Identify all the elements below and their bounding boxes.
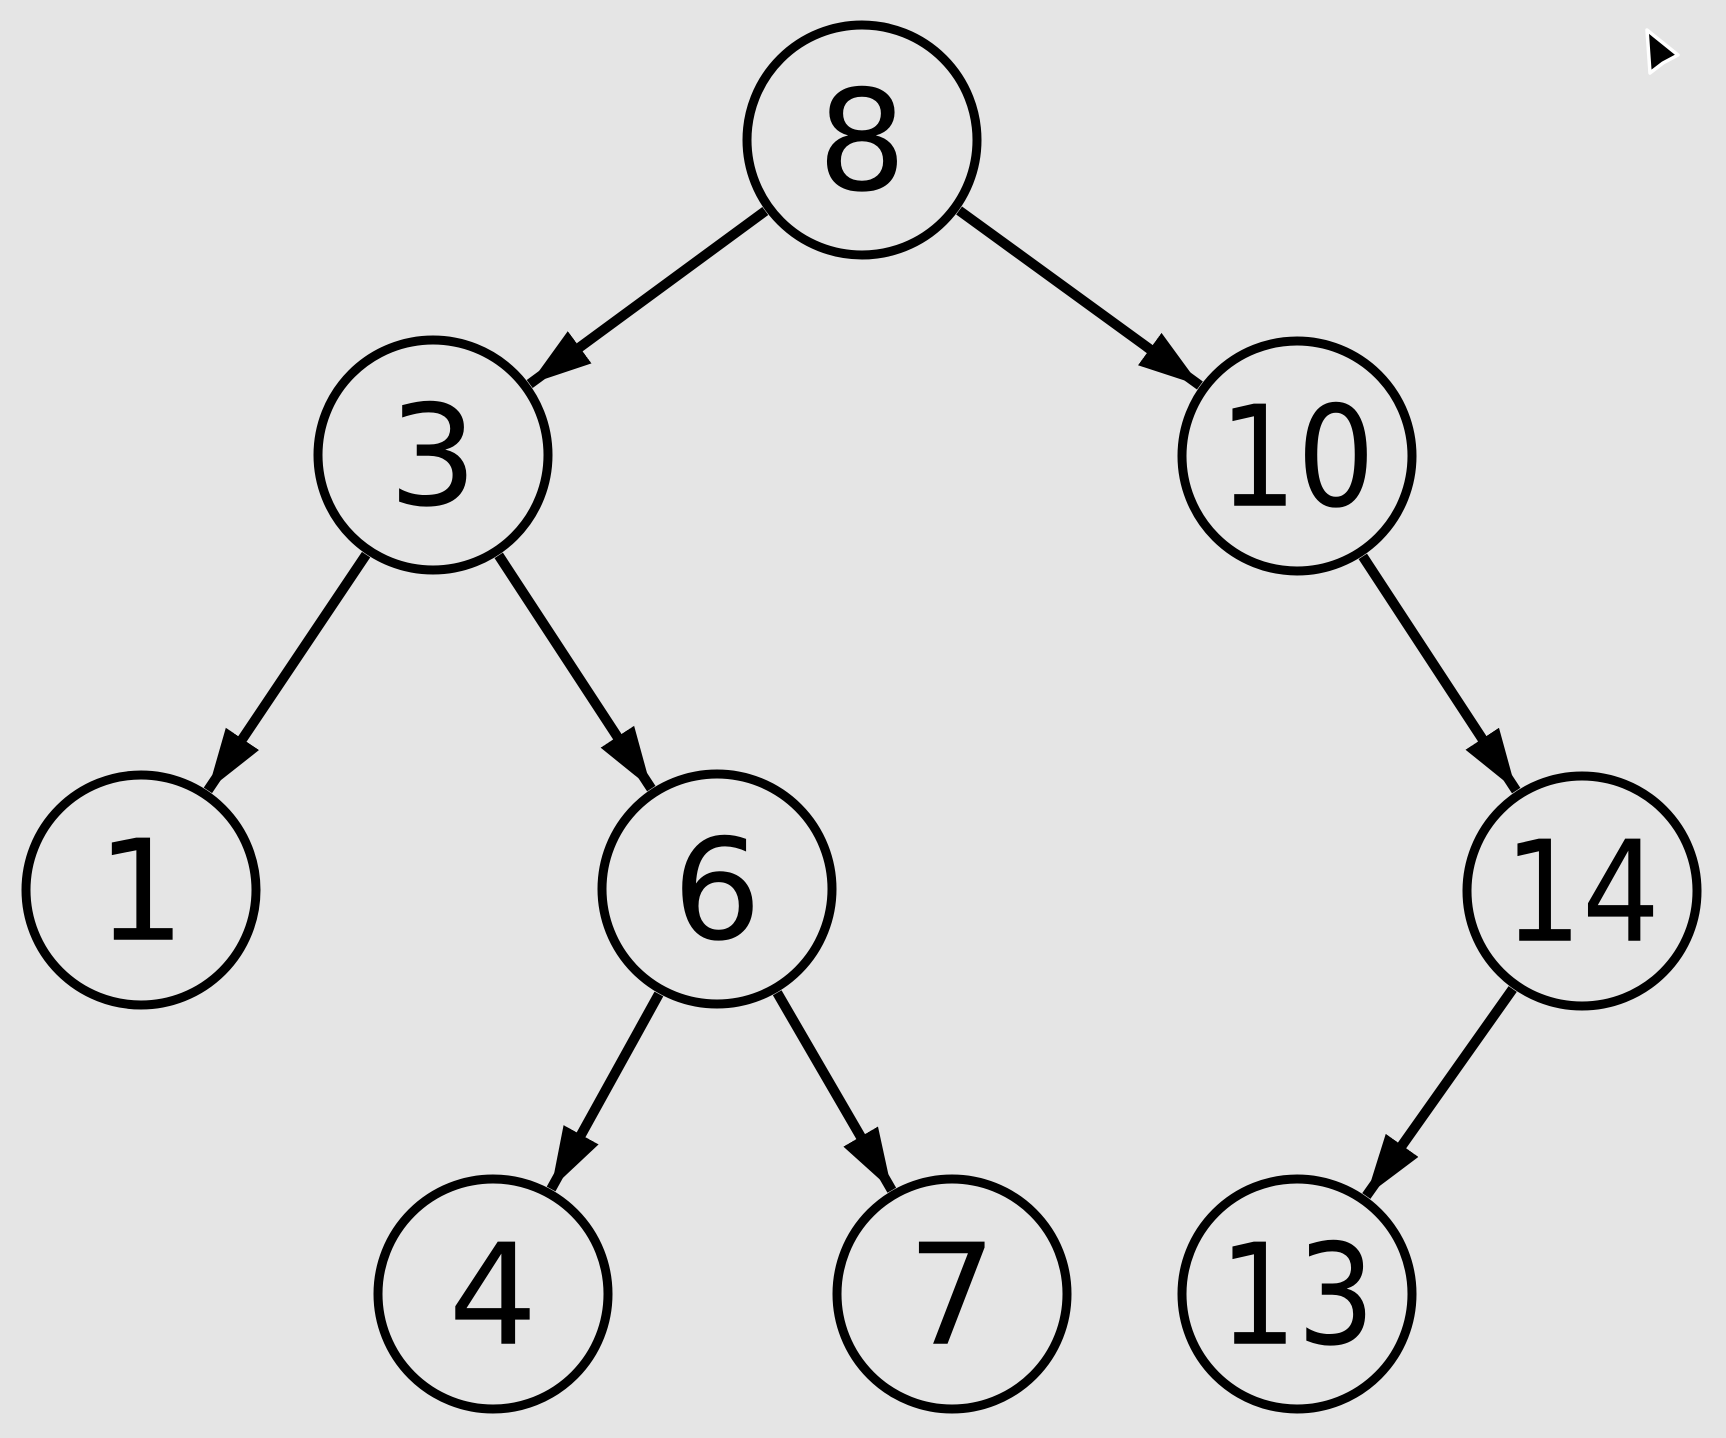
node-circle-1 (21, 770, 261, 1010)
node-label-10: 10 (1219, 377, 1375, 540)
edge-8-3 (526, 206, 769, 389)
tree-node-3: 3 (313, 335, 553, 575)
tree-node-1: 1 (21, 770, 261, 1010)
node-label-14: 14 (1504, 812, 1660, 975)
mouse-cursor-icon (1645, 28, 1680, 75)
tree-node-6: 6 (597, 769, 837, 1009)
node-label-3: 3 (388, 376, 477, 539)
node-label-7: 7 (907, 1215, 996, 1378)
node-label-6: 6 (672, 810, 761, 973)
node-circle-4 (373, 1174, 613, 1414)
node-label-8: 8 (817, 61, 906, 224)
node-circle-6 (597, 769, 837, 1009)
tree-node-4: 4 (373, 1174, 613, 1414)
tree-node-14: 14 (1462, 771, 1702, 1011)
edge-10-14 (1358, 553, 1521, 794)
node-label-4: 4 (448, 1215, 537, 1378)
tree-node-10: 10 (1177, 336, 1417, 576)
edges-layer (203, 206, 1521, 1199)
node-circle-8 (742, 20, 982, 260)
tree-node-13: 13 (1177, 1174, 1417, 1414)
tree-node-8: 8 (742, 20, 982, 260)
nodes-layer: 8 3 10 1 6 14 4 7 13 (21, 20, 1702, 1414)
edge-6-4 (546, 991, 664, 1192)
node-label-1: 1 (96, 811, 185, 974)
edge-3-6 (494, 552, 656, 792)
tree-node-7: 7 (832, 1174, 1072, 1414)
node-circle-10 (1177, 336, 1417, 576)
edge-14-13 (1362, 986, 1517, 1199)
node-circle-7 (832, 1174, 1072, 1414)
edge-3-1 (203, 551, 371, 794)
node-circle-13 (1177, 1174, 1417, 1414)
node-label-13: 13 (1219, 1215, 1375, 1378)
edge-6-7 (772, 990, 897, 1193)
node-circle-14 (1462, 771, 1702, 1011)
edge-8-10 (956, 206, 1203, 390)
node-circle-3 (313, 335, 553, 575)
